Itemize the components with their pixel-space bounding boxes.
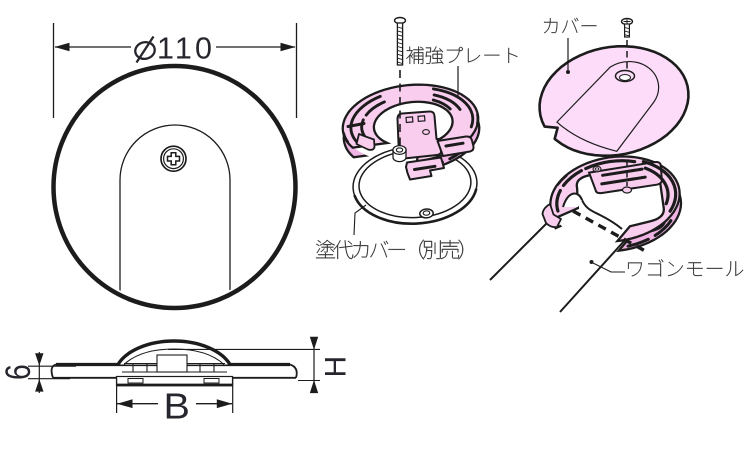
svg-text:B: B bbox=[164, 387, 190, 427]
svg-text:110: 110 bbox=[157, 32, 215, 66]
svg-text:H: H bbox=[320, 356, 353, 378]
svg-text:6: 6 bbox=[0, 364, 38, 380]
